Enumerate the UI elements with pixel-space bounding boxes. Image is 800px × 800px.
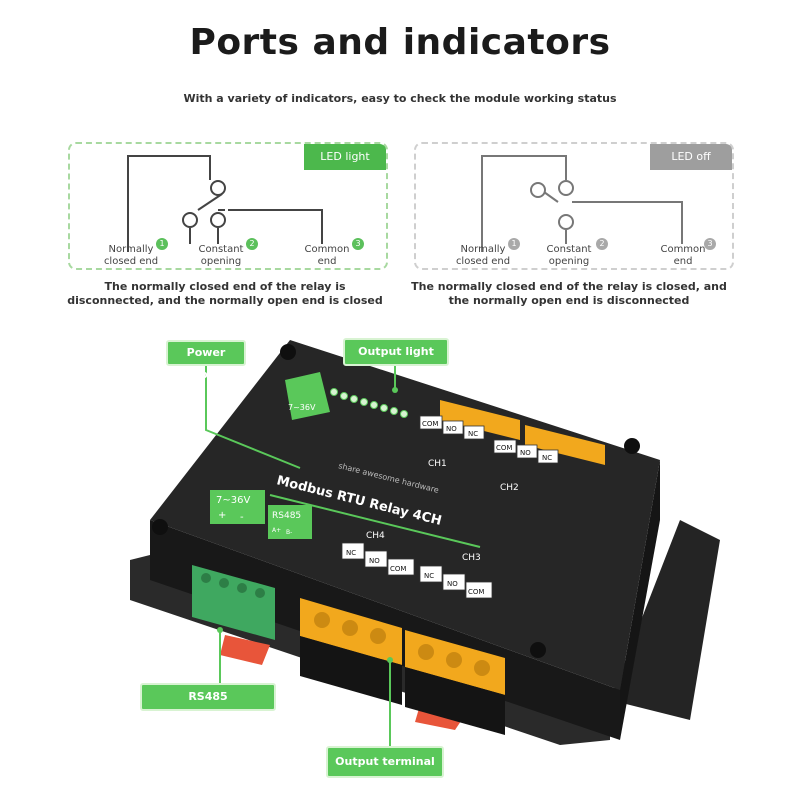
led-status-tag: LED light (304, 144, 386, 170)
ch4-label: CH4 (366, 531, 385, 541)
din-base-side (610, 520, 720, 720)
b-minus-label: B- (286, 529, 292, 536)
callout-power-supply: Power supply (166, 340, 246, 381)
ch1-label: CH1 (428, 459, 447, 469)
page-subtitle: With a variety of indicators, easy to ch… (183, 92, 617, 105)
mount-hole (152, 519, 168, 535)
power-silkscreen (210, 490, 265, 524)
output-leds (330, 388, 408, 418)
caption-led-off-text: The normally closed end of the relay is … (411, 280, 727, 307)
pin-label-com: Common end (660, 244, 706, 267)
ch1-nc-label: NC (468, 430, 478, 438)
mount-hole (280, 344, 296, 360)
ch2-label: CH2 (500, 483, 519, 493)
ch1-com-label: COM (422, 420, 438, 428)
ch4-com-label: COM (390, 565, 406, 573)
caption-led-on: The normally closed end of the relay is … (60, 280, 390, 308)
plus-label: + (218, 510, 226, 521)
caption-led-on-text: The normally closed end of the relay is … (67, 280, 383, 307)
din-clip (220, 635, 270, 665)
terminal-ch2 (525, 425, 605, 465)
device-body-right (620, 460, 660, 740)
pin-label-nc: Normally closed end (103, 244, 159, 267)
terminal-ch4-base (300, 636, 402, 705)
model-underline (269, 494, 481, 548)
pin-label-no: Constant opening (546, 244, 592, 267)
terminal-ch1 (440, 400, 520, 440)
relay-schematic-off (481, 155, 683, 252)
voltage-label: 7~36V (216, 495, 250, 506)
pin-number-2: 2 (596, 238, 608, 250)
ch3-com-label: COM (468, 588, 484, 596)
pin-number-2: 2 (246, 238, 258, 250)
mount-hole (530, 642, 546, 658)
callout-rs485-communication: RS485 communication (140, 683, 276, 727)
page-title: Ports and indicators (189, 22, 611, 63)
pin-number-1: 1 (508, 238, 520, 250)
pin-label-no: Constant opening (198, 244, 244, 267)
ch1-no-label: NO (446, 425, 457, 433)
ch2-nc-label: NC (542, 454, 552, 462)
rs485-label: RS485 (272, 511, 301, 521)
ch4-no-label: NO (369, 557, 380, 565)
ch3-nc-label: NC (424, 572, 434, 580)
ch2-no-label: NO (520, 449, 531, 457)
minus-label: - (240, 512, 244, 523)
relay-schematic-on (127, 155, 323, 252)
pin-number-3: 3 (704, 238, 716, 250)
relay-state-panel-led-on: LED light Normally closed end 1 Constant… (68, 142, 388, 270)
callout-output-terminal: Output terminal (326, 746, 444, 778)
relay-state-panel-led-off: LED off Normally closed end 1 Constant o… (414, 142, 734, 270)
led-status-tag: LED off (650, 144, 732, 170)
mount-hole (624, 438, 640, 454)
ch2-com-label: COM (496, 444, 512, 452)
rs485-screw-terminal (192, 565, 275, 640)
voltage-small-label: 7~36V (288, 403, 316, 412)
ch4-nc-label: NC (346, 549, 356, 557)
pin-label-com: Common end (304, 244, 350, 267)
pin-number-3: 3 (352, 238, 364, 250)
ch3-no-label: NO (447, 580, 458, 588)
terminal-ch3-base (405, 667, 505, 735)
ch3-label: CH3 (462, 553, 481, 563)
pin-label-nc: Normally closed end (455, 244, 511, 267)
power-label-area (285, 372, 330, 420)
caption-led-off: The normally closed end of the relay is … (404, 280, 734, 308)
pin-number-1: 1 (156, 238, 168, 250)
rs485-silkscreen (268, 505, 312, 539)
a-plus-label: A+ (272, 527, 281, 534)
callout-output-light: Output light (343, 338, 449, 366)
